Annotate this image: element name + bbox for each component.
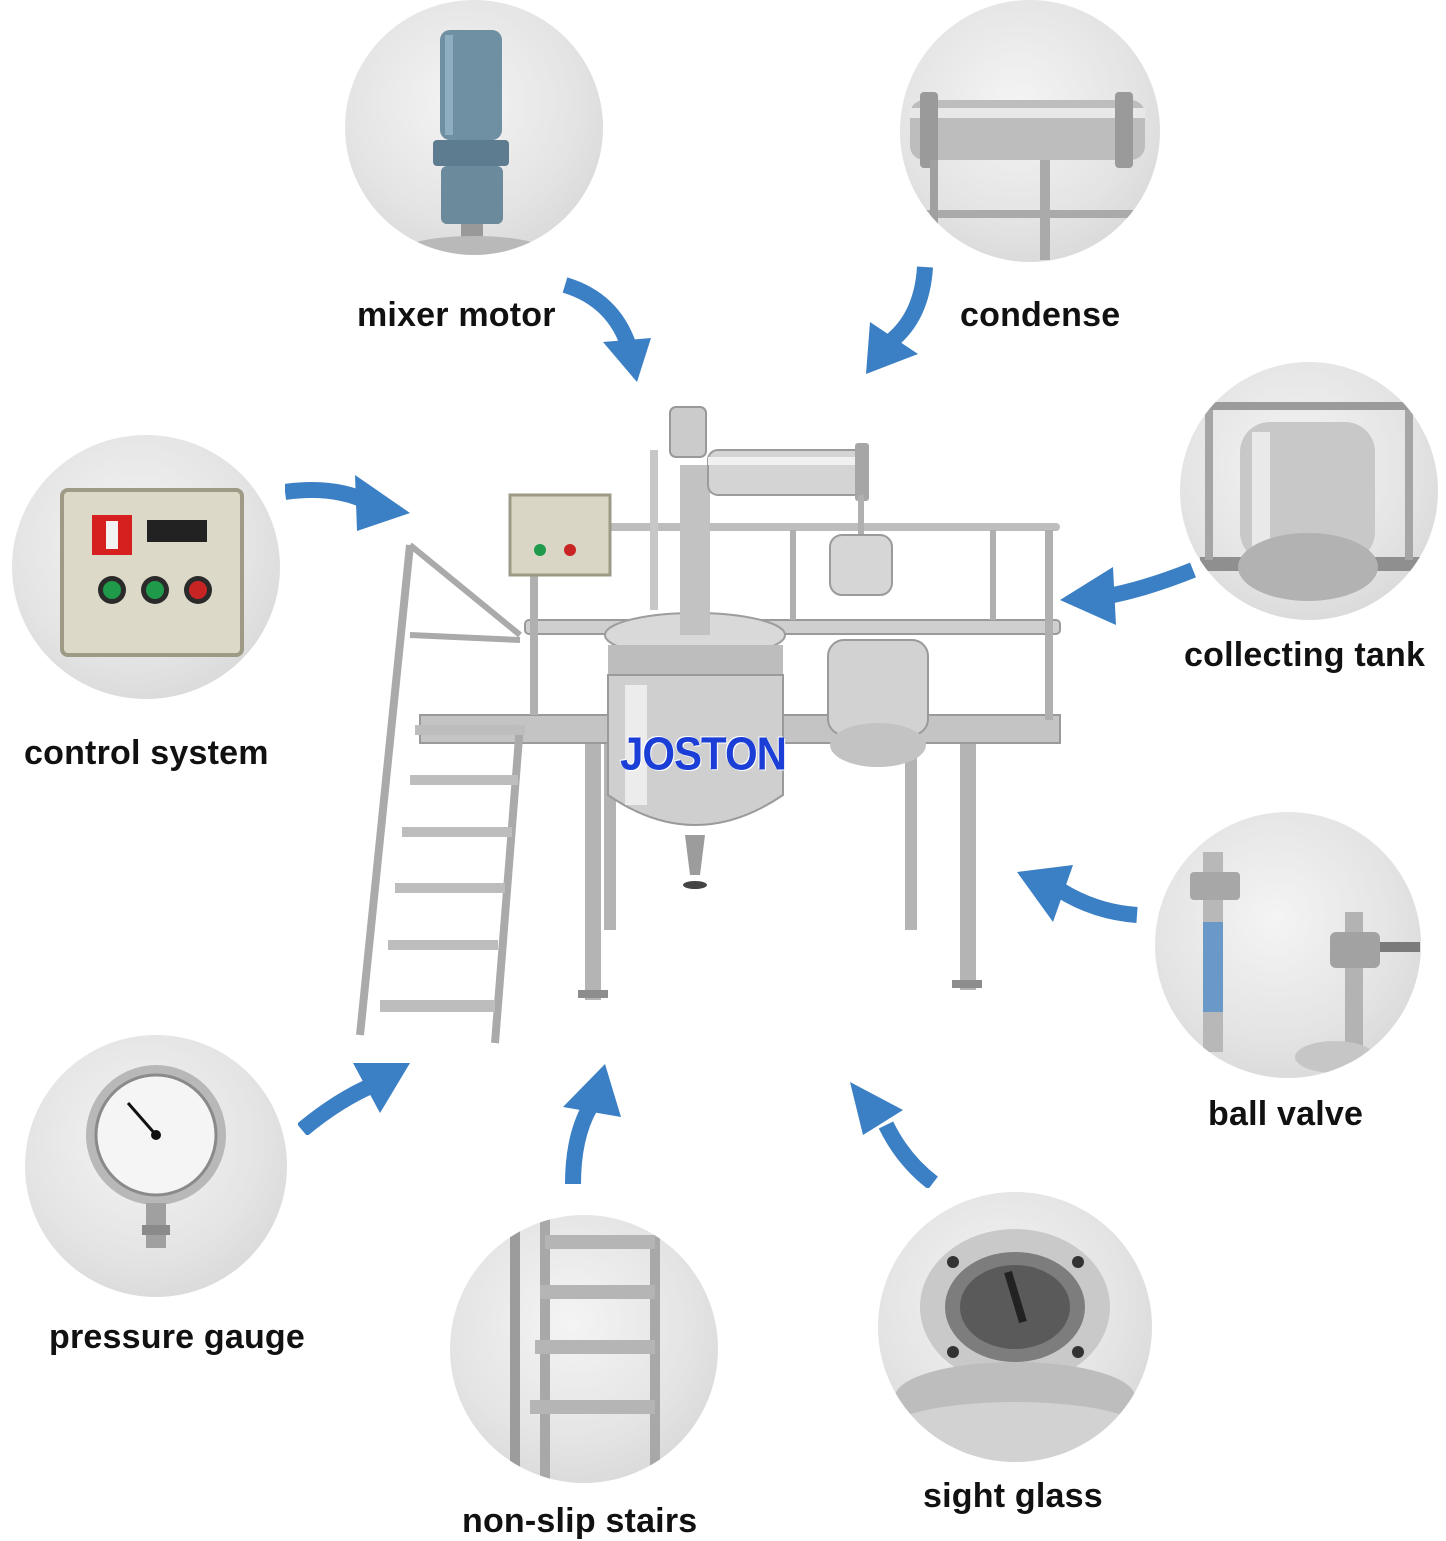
non-slip-stairs-photo: [450, 1215, 718, 1483]
pressure-gauge-icon: [86, 1065, 226, 1248]
control-system-photo: [12, 435, 280, 699]
stairs-icon: [510, 1215, 660, 1483]
control-system-label: control system: [24, 734, 269, 772]
arrow-ball-valve-icon: [1017, 865, 1138, 923]
sight-glass-photo: [878, 1192, 1152, 1462]
condenser-icon: [910, 92, 1145, 260]
arrow-control-system-icon: [285, 475, 410, 531]
condense-label: condense: [960, 296, 1121, 334]
reactor-machine-illustration: [356, 406, 1061, 1044]
pressure-gauge-photo: [25, 1035, 287, 1297]
arrow-non-slip-stairs-icon: [563, 1064, 621, 1185]
sight-glass-icon: [885, 1229, 1145, 1462]
condense-photo: [900, 0, 1160, 262]
ball-valve-icon: [1190, 852, 1420, 1073]
non-slip-stairs-label: non-slip stairs: [462, 1502, 698, 1540]
arrow-sight-glass-icon: [850, 1082, 938, 1188]
collecting-tank-label: collecting tank: [1184, 636, 1426, 674]
control-box-icon: [60, 488, 244, 657]
mixer-motor-label: mixer motor: [357, 296, 556, 334]
sight-glass-label: sight glass: [923, 1477, 1103, 1515]
tank-icon: [1200, 402, 1430, 601]
mixer-motor-icon: [404, 30, 544, 255]
arrow-pressure-gauge-icon: [298, 1063, 410, 1135]
ball-valve-label: ball valve: [1208, 1095, 1364, 1133]
arrow-condense-icon: [866, 266, 933, 374]
brand-logo: JOSTON: [620, 727, 787, 780]
pressure-gauge-label: pressure gauge: [49, 1318, 306, 1356]
arrow-collecting-tank-icon: [1060, 562, 1196, 625]
ball-valve-photo: [1155, 812, 1421, 1078]
mixer-motor-photo: [345, 0, 603, 255]
arrow-mixer-motor-icon: [562, 277, 651, 382]
collecting-tank-photo: [1180, 362, 1438, 620]
